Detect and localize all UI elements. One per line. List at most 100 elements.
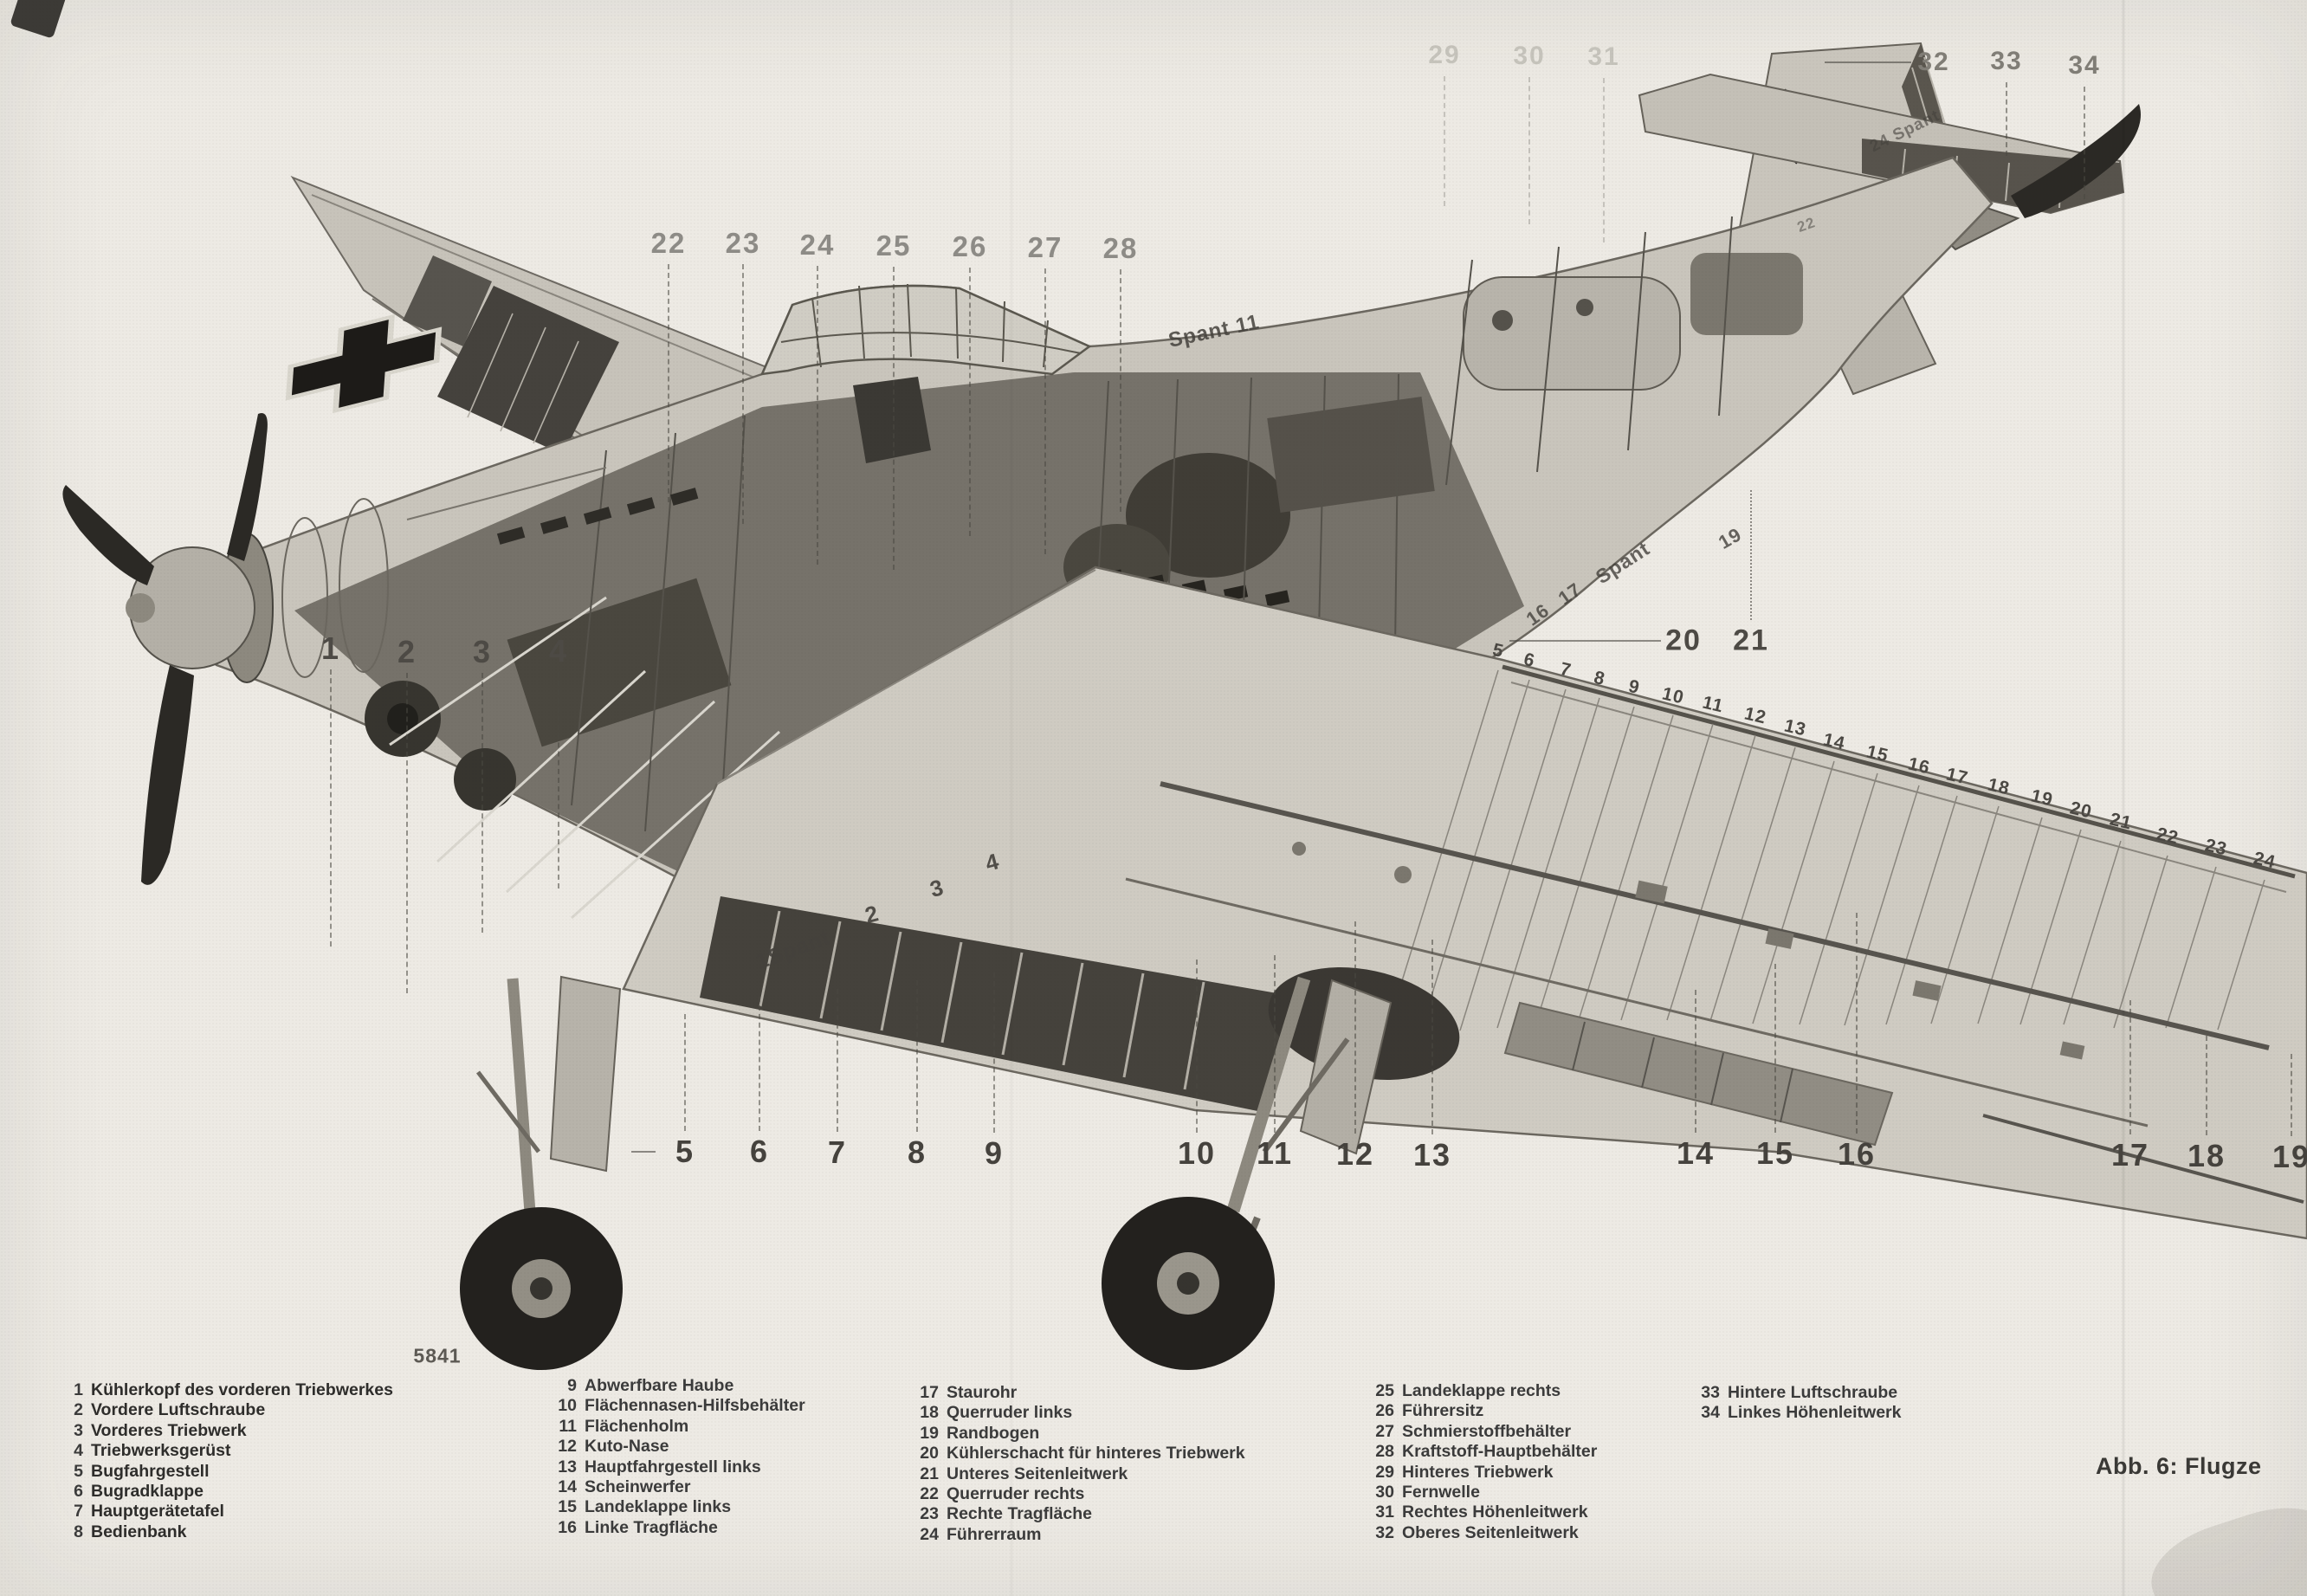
leader-line-28 (1120, 269, 1121, 512)
callout-number-3: 3 (472, 634, 493, 669)
legend-item-label: Hauptfahrgestell links (585, 1457, 761, 1476)
fuel-tank (1463, 276, 1681, 391)
legend-item-number: 34 (1701, 1403, 1720, 1423)
legend-item-label: Rechtes Höhenleitwerk (1402, 1502, 1588, 1522)
legend-item-label: Rechte Tragfläche (947, 1504, 1092, 1524)
callout-number-21: 21 (1733, 624, 1769, 657)
front-engine-block (507, 578, 732, 747)
legend-item-label: Flächennasen-Hilfsbehälter (585, 1396, 805, 1416)
rear-propeller-blade-upper (2011, 104, 2141, 218)
front-propeller-blade-up (227, 413, 268, 561)
legend-item-number: 25 (1375, 1381, 1394, 1400)
legend-item-label: Vorderes Triebwerk (91, 1420, 247, 1440)
legend-item-label: Hauptgerätetafel (91, 1502, 224, 1522)
callout-number-32: 32 (1917, 48, 1950, 76)
leader-line-3 (481, 673, 483, 933)
legend-item-label: Schmierstoffbehälter (1402, 1421, 1572, 1441)
legend-item-label: Hintere Luftschraube (1728, 1383, 1898, 1402)
leader-line-20 (1509, 640, 1661, 642)
legend-item-label: Querruder rechts (947, 1484, 1085, 1504)
front-propeller-blade-left (62, 485, 154, 585)
leader-line-17 (2129, 1000, 2131, 1134)
aileron-line (1982, 1114, 2304, 1204)
leader-line-34 (2084, 87, 2085, 199)
callout-number-6: 6 (749, 1134, 770, 1169)
main-spar (1160, 781, 2270, 1050)
callout-number-27: 27 (1027, 231, 1063, 263)
balkenkreuz-insignia (285, 313, 443, 414)
legend-item-label: Kühlerschacht für hinteres Triebwerk (947, 1444, 1245, 1464)
callout-number-7: 7 (827, 1134, 848, 1170)
legend-item-label: Randbogen (947, 1423, 1040, 1443)
leading-edge (1502, 664, 2296, 879)
legend-item-label: Bedienbank (91, 1522, 187, 1541)
callout-number-5: 5 (675, 1134, 695, 1169)
callout-number-33: 33 (1990, 47, 2023, 75)
legend-item-number: 4 (74, 1441, 83, 1461)
pilot-seat (853, 377, 931, 463)
legend-item-19: 19 Randbogen (911, 1424, 1245, 1444)
callout-number-2: 2 (397, 634, 417, 669)
front-propeller-blade-down (141, 665, 194, 885)
legend-item-number: 1 (74, 1380, 83, 1399)
legend-item-number: 31 (1375, 1502, 1394, 1522)
figure-caption: Abb. 6: Flugze (2096, 1453, 2262, 1479)
leader-line-13 (1431, 940, 1433, 1134)
rear-engine-block (1126, 453, 1290, 578)
callout-number-22: 22 (650, 227, 687, 259)
callout-number-31: 31 (1587, 42, 1620, 71)
legend-item-label: Kraftstoff-Hauptbehälter (1402, 1442, 1598, 1462)
legend-item-label: Scheinwerfer (585, 1477, 691, 1497)
legend-item-label: Landeklappe links (585, 1497, 732, 1517)
legend-item-23: 23 Rechte Tragfläche (911, 1504, 1245, 1524)
legend-item-label: Staurohr (947, 1383, 1018, 1402)
leader-line-14 (1695, 990, 1696, 1133)
callout-number-4: 4 (548, 633, 569, 669)
callout-number-10: 10 (1177, 1135, 1217, 1171)
callout-number-30: 30 (1513, 42, 1546, 70)
leader-line-25 (893, 267, 895, 570)
leader-line-11 (1274, 955, 1276, 1133)
legend-item-28: 28 Kraftstoff-Hauptbehälter (1367, 1442, 1597, 1462)
legend-item-label: Triebwerksgerüst (91, 1441, 231, 1461)
legend-item-number: 28 (1375, 1442, 1394, 1462)
legend-item-label: Bugradklappe (91, 1482, 204, 1502)
leader-line-2 (406, 673, 408, 993)
page-fold-line (1010, 0, 1013, 1596)
leader-line-32 (1825, 61, 1911, 63)
legend-item-number: 30 (1375, 1483, 1394, 1502)
callout-number-11: 11 (1256, 1135, 1294, 1171)
nose-landing-gear (460, 975, 623, 1370)
leader-line-23 (742, 264, 744, 524)
leader-line-1 (330, 669, 332, 947)
leader-tick-5 (631, 1151, 656, 1153)
leader-line-27 (1044, 268, 1046, 554)
legend-item-number: 15 (558, 1497, 577, 1517)
callout-number-29: 29 (1428, 41, 1461, 69)
callout-number-20: 20 (1665, 624, 1702, 657)
callout-number-26: 26 (952, 230, 988, 262)
legend-item-number: 19 (920, 1423, 939, 1443)
root-tank-flap (700, 896, 1292, 1113)
leader-line-5 (684, 1014, 686, 1131)
leader-line-30 (1528, 77, 1530, 224)
legend-item-15: 15 Landeklappe links (549, 1497, 805, 1517)
legend-item-number: 23 (920, 1504, 939, 1524)
legend-item-number: 22 (920, 1484, 939, 1504)
wing-flap-grid (437, 286, 619, 455)
legend-item-number: 5 (74, 1461, 83, 1481)
legend-item-number: 17 (920, 1383, 939, 1402)
callout-number-12: 12 (1335, 1136, 1375, 1172)
leader-line-26 (969, 268, 971, 536)
